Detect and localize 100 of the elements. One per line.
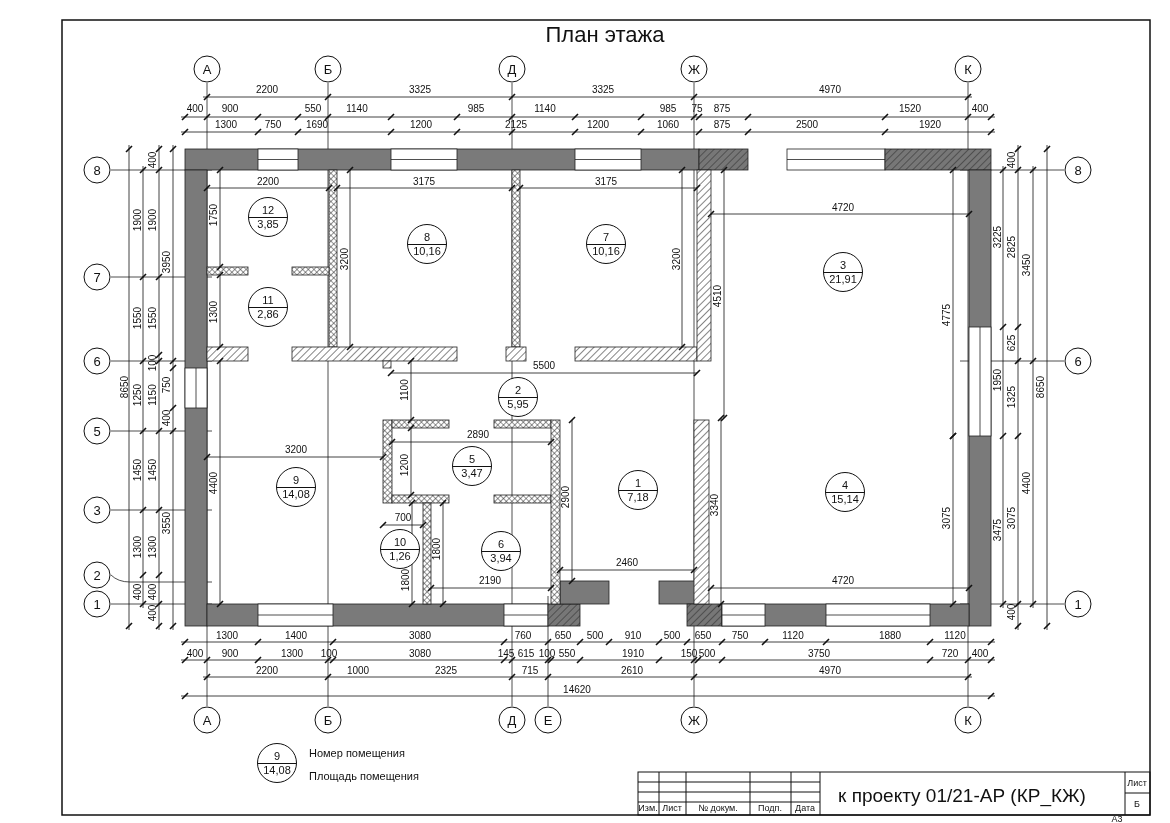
- dimension-value: 625: [1006, 334, 1018, 352]
- dimension-value: 1250: [132, 383, 144, 407]
- dimension-value: 650: [554, 630, 572, 642]
- dimension-value: 1200: [586, 119, 610, 131]
- room-tag: [498, 377, 538, 417]
- room-number: 8: [408, 230, 446, 245]
- dimension-value: 400: [161, 409, 173, 427]
- dimension-value: 750: [731, 630, 749, 642]
- room-tag: [248, 197, 288, 237]
- axis-marker: Д: [498, 55, 526, 83]
- room-tag: [618, 470, 658, 510]
- axis-marker: 3: [83, 496, 111, 524]
- dimension-value: 1550: [147, 306, 159, 330]
- room-tag: [248, 287, 288, 327]
- dimension-value: 2900: [560, 485, 572, 509]
- dimension-value: 3550: [161, 511, 173, 535]
- dimension-value: 2190: [478, 575, 502, 587]
- dimension-value: 400: [186, 648, 204, 660]
- dimension-value: 2825: [1006, 235, 1018, 259]
- dimension-value: 3075: [941, 506, 953, 530]
- dimension-value: 3325: [591, 84, 615, 96]
- dimension-value: 1520: [898, 103, 922, 115]
- dimension-value: 400: [1006, 603, 1018, 621]
- dimension-value: 1000: [346, 665, 370, 677]
- axis-marker: 1: [83, 590, 111, 618]
- dimension-value: 3225: [992, 225, 1004, 249]
- dimension-value: 2200: [256, 176, 280, 188]
- dimension-value: 1900: [132, 208, 144, 232]
- dimension-value: 400: [132, 583, 144, 601]
- dimension-value: 1690: [305, 119, 329, 131]
- dimension-value: 3175: [594, 176, 618, 188]
- room-number: 11: [249, 293, 287, 308]
- dimension-value: 720: [941, 648, 959, 660]
- dimension-value: 4970: [818, 84, 842, 96]
- room-area: 10,16: [592, 244, 620, 258]
- dimension-value: 1910: [621, 648, 645, 660]
- room-tag: [276, 467, 316, 507]
- axis-marker: Ж: [680, 706, 708, 734]
- dimension-value: 1200: [409, 119, 433, 131]
- axis-marker: 2: [83, 561, 111, 589]
- dimension-value: 8650: [1035, 375, 1047, 399]
- stamp-label: № докум.: [698, 802, 738, 814]
- dimension-value: 1450: [132, 458, 144, 482]
- axis-marker: К: [954, 55, 982, 83]
- dimension-value: 100: [538, 648, 556, 660]
- dimension-value: 14620: [563, 684, 591, 696]
- dimension-value: 1400: [284, 630, 308, 642]
- dimension-value: 715: [521, 665, 539, 677]
- dimension-value: 1100: [399, 379, 411, 401]
- dimension-value: 1060: [656, 119, 680, 131]
- room-tag: [380, 529, 420, 569]
- room-number: 3: [824, 258, 862, 273]
- dimension-value: 1140: [534, 103, 556, 115]
- axis-marker: 8: [83, 156, 111, 184]
- stamp-label: Дата: [795, 802, 815, 814]
- dimension-value: 3450: [1021, 253, 1033, 277]
- dimension-value: 4720: [831, 202, 855, 214]
- plan-title: План этажа: [545, 23, 665, 47]
- room-number: 9: [277, 473, 315, 488]
- dimension-value: 1300: [280, 648, 304, 660]
- axis-marker: А: [193, 55, 221, 83]
- room-area: 15,14: [831, 492, 859, 506]
- dimension-value: 2610: [620, 665, 644, 677]
- dimension-value: 1900: [147, 208, 159, 232]
- dimension-value: 2500: [795, 119, 819, 131]
- dimension-value: 4400: [1021, 471, 1033, 495]
- dimension-value: 3750: [807, 648, 831, 660]
- stamp-label: А3: [1111, 813, 1123, 823]
- axis-marker: Е: [534, 706, 562, 734]
- dimension-value: 2200: [255, 84, 279, 96]
- room-tag: [452, 446, 492, 486]
- dimension-value: 3475: [992, 518, 1004, 542]
- dimension-value: 615: [517, 648, 535, 660]
- dimension-value: 650: [694, 630, 712, 642]
- stamp-label: Лист: [662, 802, 682, 814]
- dimension-value: 900: [221, 648, 239, 660]
- dimension-value: 400: [1006, 151, 1018, 169]
- dimension-value: 3080: [408, 630, 432, 642]
- dimension-value: 4510: [712, 284, 724, 308]
- room-area: 3,85: [257, 217, 279, 231]
- dimension-value: 8650: [119, 375, 131, 399]
- project-code: к проекту 01/21-АР (КР_КЖ): [838, 784, 1086, 806]
- room-area: 10,16: [413, 244, 441, 258]
- room-number: 5: [453, 452, 491, 467]
- legend-label: Площадь помещения: [309, 770, 419, 782]
- dimension-value: 500: [586, 630, 604, 642]
- dimension-value: 5500: [532, 360, 556, 372]
- dimension-value: 750: [264, 119, 282, 131]
- stamp-label: Изм.: [638, 802, 658, 814]
- dimension-value: 1325: [1006, 385, 1018, 409]
- room-tag: [586, 224, 626, 264]
- dimension-value: 4775: [941, 303, 953, 327]
- axis-marker: 6: [1064, 347, 1092, 375]
- axis-marker: Б: [314, 706, 342, 734]
- dimension-value: 3200: [284, 444, 308, 456]
- dimension-value: 3175: [412, 176, 436, 188]
- axis-marker: 1: [1064, 590, 1092, 618]
- dimension-value: 1120: [944, 630, 966, 642]
- dimension-value: 1300: [215, 630, 239, 642]
- room-area: 7,18: [627, 490, 649, 504]
